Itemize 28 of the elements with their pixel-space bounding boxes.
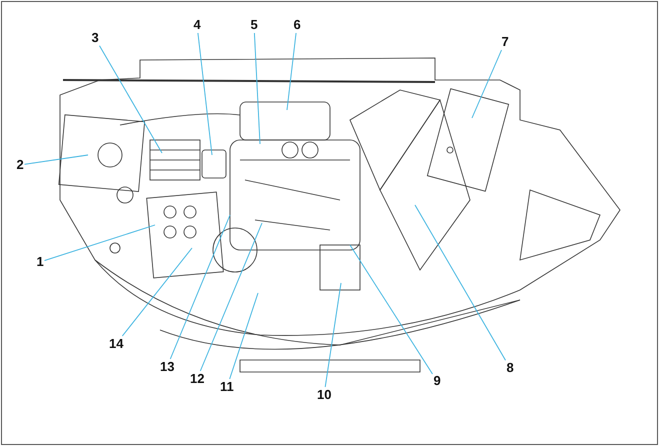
leader-line — [200, 222, 262, 372]
callout-number: 3 — [92, 31, 99, 45]
leader-line — [44, 224, 156, 261]
leader-line — [414, 204, 506, 361]
leader-line — [122, 248, 192, 336]
callout-number: 12 — [190, 372, 204, 386]
callout-number: 4 — [194, 18, 201, 32]
callout-number: 10 — [317, 388, 332, 402]
leader-line — [170, 214, 230, 360]
callout-number: 8 — [506, 361, 514, 375]
leader-line — [254, 32, 260, 144]
leader-line — [99, 45, 162, 154]
leader-line — [286, 32, 296, 110]
leader-line — [229, 292, 258, 380]
callout-number: 1 — [36, 255, 44, 269]
callout-number: 2 — [16, 158, 24, 172]
callout-number: 13 — [160, 360, 174, 374]
callout-number: 7 — [502, 35, 509, 49]
leader-line — [350, 244, 433, 374]
leader-line — [197, 32, 212, 156]
leader-line — [324, 282, 342, 388]
callout-number: 11 — [220, 380, 234, 394]
leader-line — [24, 154, 88, 165]
callout-number: 9 — [434, 374, 441, 388]
callout-number: 14 — [109, 337, 124, 351]
callout-number: 5 — [250, 18, 258, 32]
callout-number: 6 — [294, 18, 301, 32]
leader-line — [472, 50, 502, 118]
